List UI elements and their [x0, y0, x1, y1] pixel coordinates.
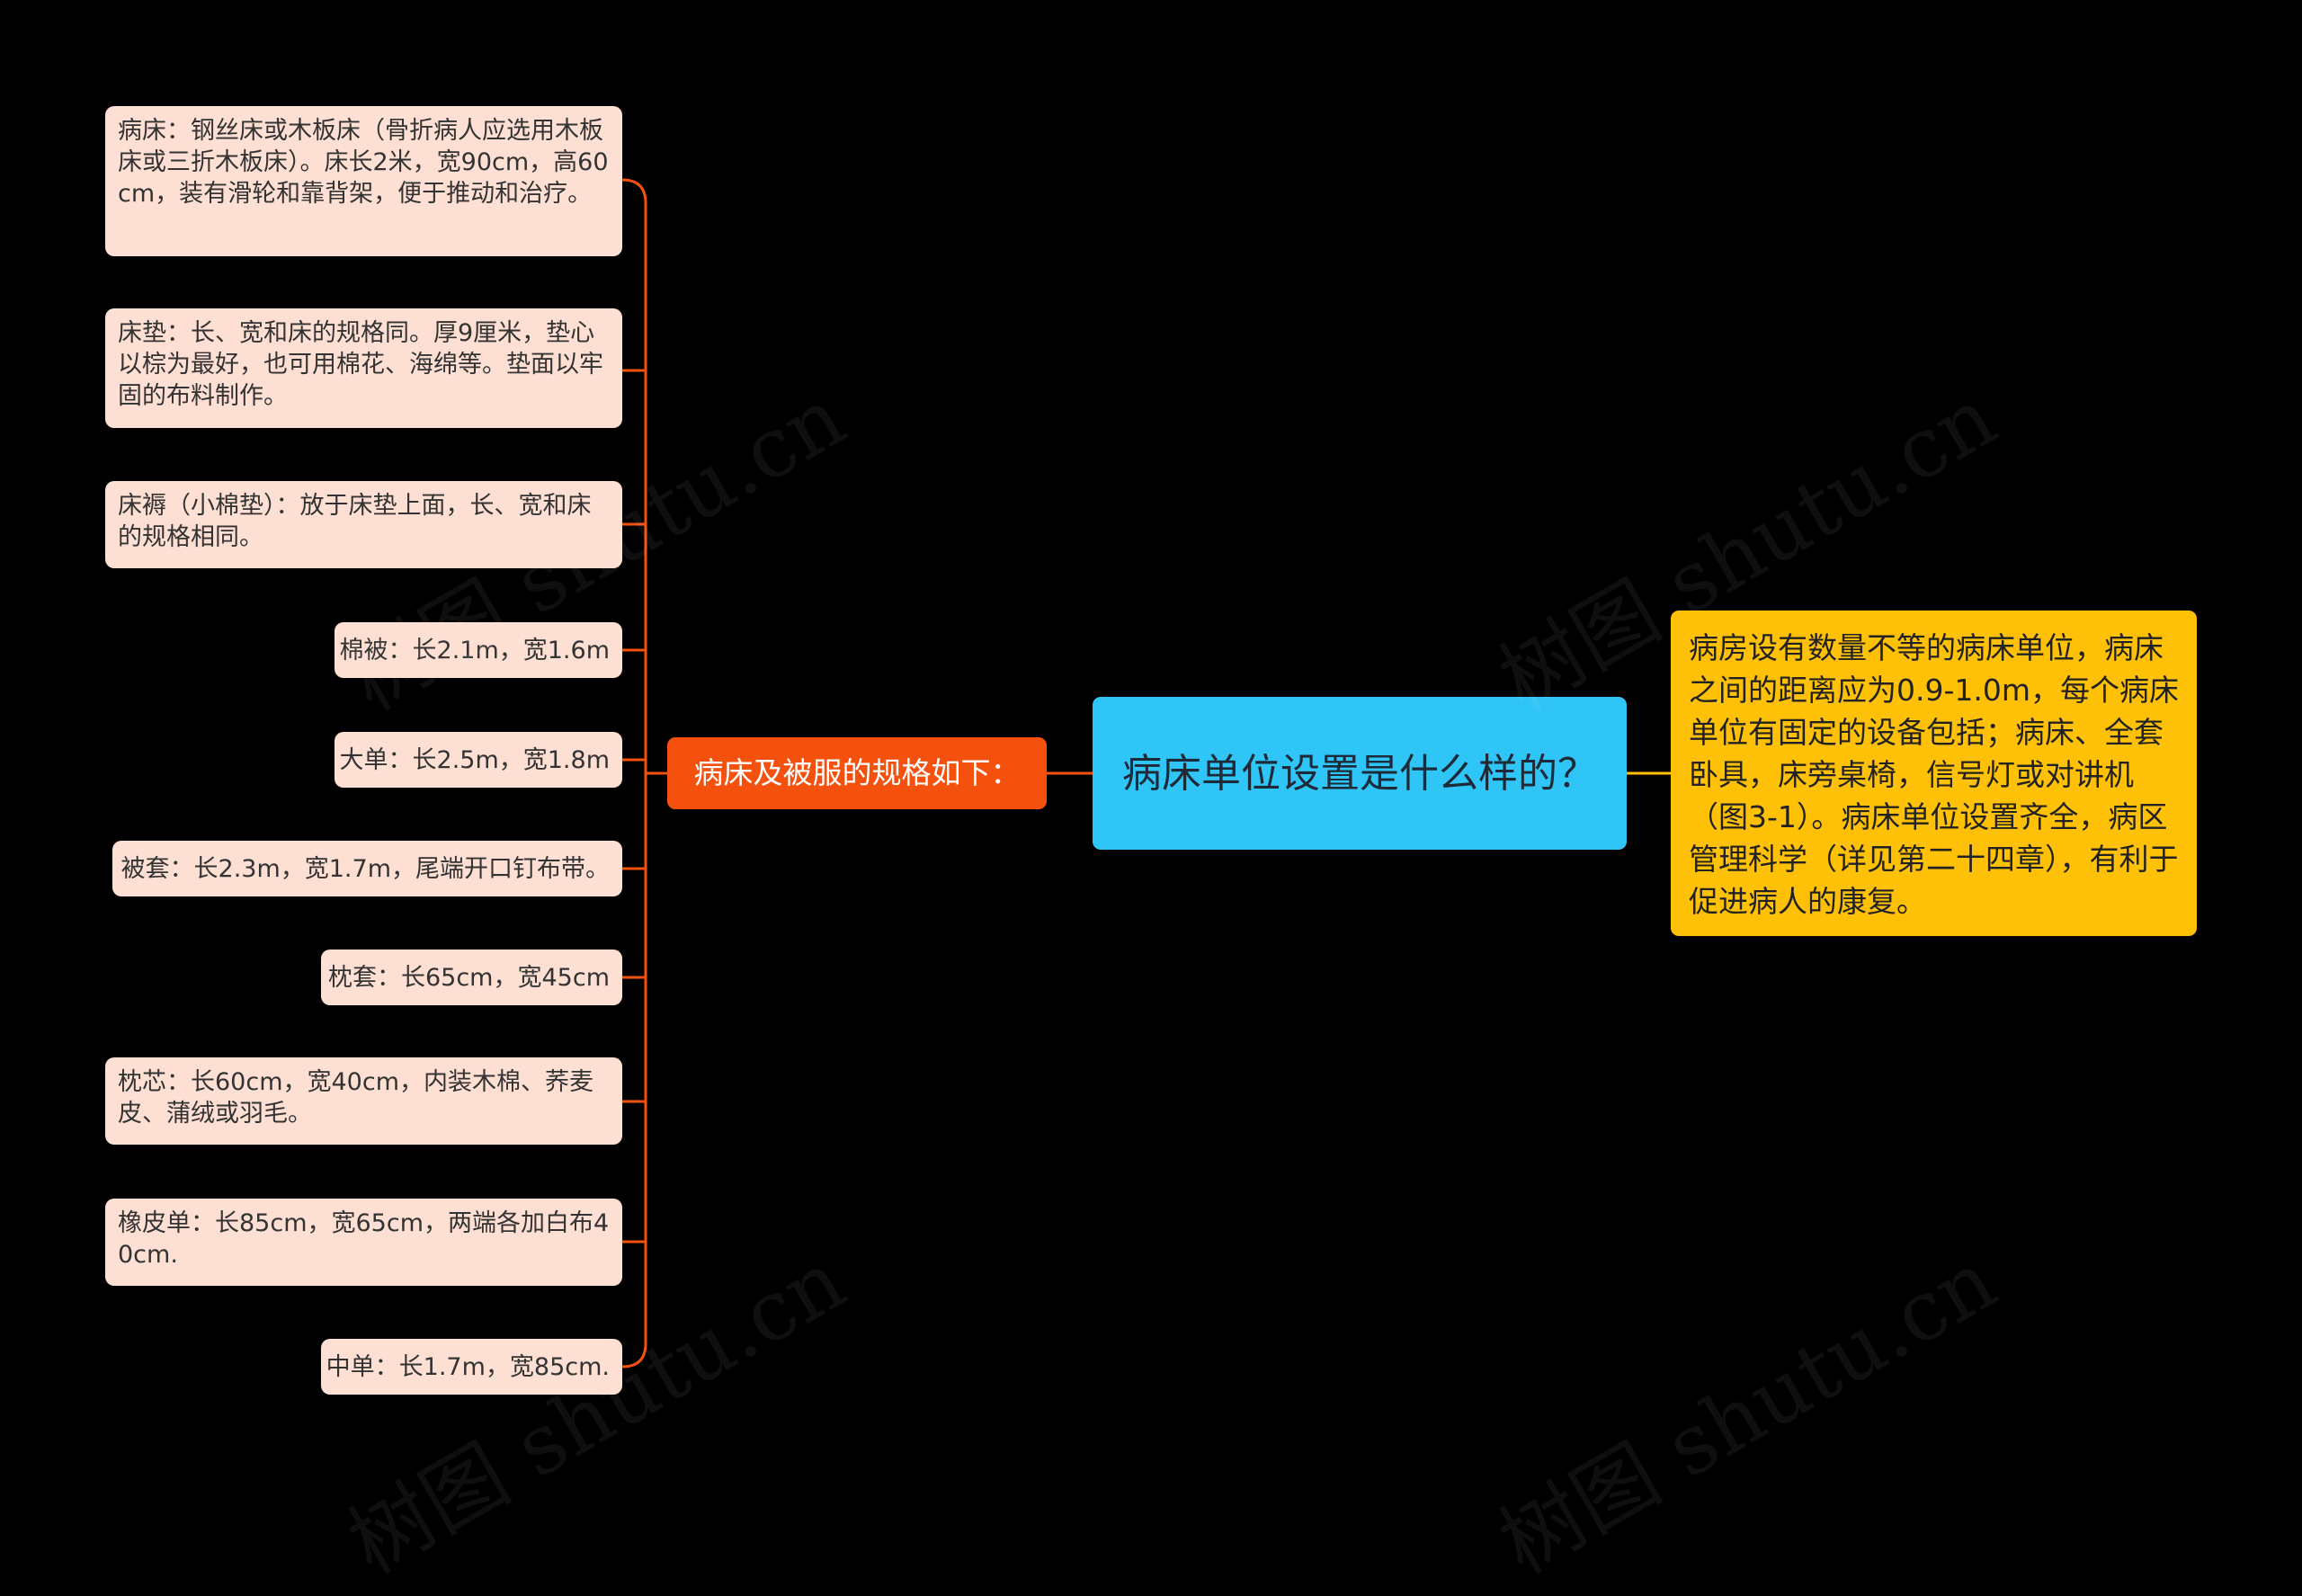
description-text: 病房设有数量不等的病床单位，病床之间的距离应为0.9-1.0m，每个病床单位有固… — [1689, 630, 2180, 919]
description-node[interactable]: 病房设有数量不等的病床单位，病床之间的距离应为0.9-1.0m，每个病床单位有固… — [1671, 611, 2197, 936]
spec-item-pillowcase[interactable]: 枕套：长65cm，宽45cm — [321, 950, 622, 1005]
spec-item-text: 被套：长2.3m，宽1.7m，尾端开口钉布带。 — [120, 854, 610, 883]
spec-item-big-sheet[interactable]: 大单：长2.5m，宽1.8m — [335, 732, 622, 788]
spec-item-text: 枕套：长65cm，宽45cm — [327, 963, 610, 992]
spec-item-text: 病床：钢丝床或木板床（骨折病人应选用木板床或三折木板床）。床长2米，宽90cm，… — [118, 117, 609, 208]
spec-item-text: 橡皮单：长85cm，宽65cm，两端各加白布40cm. — [118, 1209, 610, 1269]
spec-item-bed[interactable]: 病床：钢丝床或木板床（骨折病人应选用木板床或三折木板床）。床长2米，宽90cm，… — [105, 106, 622, 256]
spec-item-text: 床垫：长、宽和床的规格同。厚9厘米，垫心以棕为最好，也可用棉花、海绵等。垫面以牢… — [118, 319, 603, 410]
spec-item-bed-pad[interactable]: 床褥（小棉垫）：放于床垫上面，长、宽和床的规格相同。 — [105, 481, 622, 568]
connector-trunk — [621, 178, 647, 1369]
spec-item-text: 大单：长2.5m，宽1.8m — [339, 745, 610, 774]
spec-item-text: 棉被：长2.1m，宽1.6m — [339, 636, 610, 664]
root-label: 病床单位设置是什么样的？ — [1122, 750, 1597, 797]
spec-item-mattress[interactable]: 床垫：长、宽和床的规格同。厚9厘米，垫心以棕为最好，也可用棉花、海绵等。垫面以牢… — [105, 308, 622, 428]
spec-item-pillow-core[interactable]: 枕芯：长60cm，宽40cm，内装木棉、荞麦皮、蒲绒或羽毛。 — [105, 1057, 622, 1145]
root-topic[interactable]: 病床单位设置是什么样的？ — [1093, 697, 1627, 850]
branch-node-specs[interactable]: 病床及被服的规格如下： — [667, 737, 1047, 809]
spec-item-rubber-sheet[interactable]: 橡皮单：长85cm，宽65cm，两端各加白布40cm. — [105, 1199, 622, 1286]
mind-map-canvas: 病床：钢丝床或木板床（骨折病人应选用木板床或三折木板床）。床长2米，宽90cm，… — [105, 106, 2197, 1592]
branch-label: 病床及被服的规格如下： — [693, 755, 1021, 790]
spec-item-text: 中单：长1.7m，宽85cm. — [326, 1352, 610, 1381]
spec-item-text: 床褥（小棉垫）：放于床垫上面，长、宽和床的规格相同。 — [118, 492, 592, 551]
spec-item-quilt-cover[interactable]: 被套：长2.3m，宽1.7m，尾端开口钉布带。 — [112, 841, 622, 896]
spec-item-middle-sheet[interactable]: 中单：长1.7m，宽85cm. — [321, 1339, 622, 1395]
spec-item-quilt[interactable]: 棉被：长2.1m，宽1.6m — [335, 622, 622, 678]
spec-item-text: 枕芯：长60cm，宽40cm，内装木棉、荞麦皮、蒲绒或羽毛。 — [118, 1068, 594, 1128]
connector-lines — [621, 178, 1671, 1369]
